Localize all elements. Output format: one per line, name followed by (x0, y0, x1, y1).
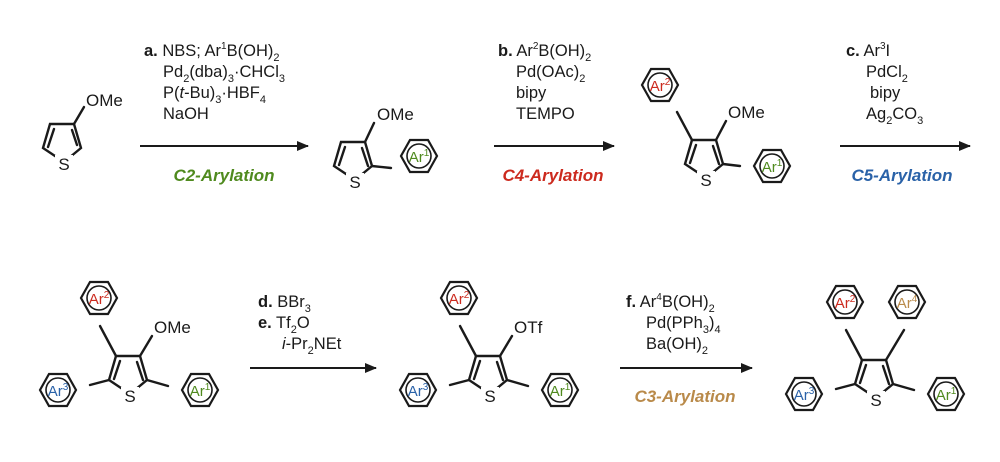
svg-text:Ar1: Ar1 (762, 158, 783, 176)
label-c3-arylation: C3-Arylation (634, 387, 735, 406)
svg-text:Ar3: Ar3 (408, 382, 429, 400)
triflate-label: OTf (514, 318, 543, 337)
aryl-ring-ar1: Ar1 (180, 372, 220, 408)
step-e-base-line: i-Pr2NEt (282, 335, 342, 357)
sulfur-label: S (58, 155, 69, 174)
svg-text:Ar3: Ar3 (48, 382, 69, 400)
step-d-line: d. BBr3 (258, 293, 311, 315)
aryl-ring-ar1: Ar1 (752, 148, 792, 184)
step-c: c. Ar3I PdCl2 bipy Ag2CO3 C5-Arylation (840, 41, 971, 185)
svg-text:Ar2: Ar2 (89, 290, 110, 308)
aryl-ring-ar3: Ar3 (38, 372, 78, 408)
aryl-ring-ar2: Ar2 (79, 280, 119, 316)
step-c-line-1: c. Ar3I (846, 41, 890, 60)
step-c-line-3: bipy (870, 84, 901, 102)
svg-text:Ar1: Ar1 (550, 382, 571, 400)
compound-3-methoxythiophene: S OMe (41, 91, 123, 174)
step-a: a. NBS; Ar1B(OH)2 Pd2(dba)3·CHCl3 P(t-Bu… (140, 41, 309, 185)
methoxy-label: OMe (377, 105, 414, 124)
step-f-line-1: f. Ar4B(OH)2 (626, 292, 715, 315)
svg-text:Ar2: Ar2 (650, 77, 671, 95)
aryl-ring-ar1: Ar1 (399, 138, 439, 174)
step-b-line-3: bipy (516, 84, 547, 102)
aryl-ring-ar2: Ar2 (825, 284, 865, 320)
compound-2-aryl-3-methoxythiophene: S OMe Ar1 (332, 105, 439, 192)
sulfur-label: S (870, 391, 881, 410)
methoxy-label: OMe (154, 318, 191, 337)
sulfur-label: S (484, 387, 495, 406)
aryl-ring-ar2: Ar2 (640, 67, 680, 103)
step-a-line-2: Pd2(dba)3·CHCl3 (163, 63, 285, 85)
step-f-line-3: Ba(OH)2 (646, 335, 708, 357)
aryl-ring-ar1: Ar1 (540, 372, 580, 408)
label-c2-arylation: C2-Arylation (173, 166, 274, 185)
aryl-ring-ar3: Ar3 (398, 372, 438, 408)
step-b-line-2: Pd(OAc)2 (516, 63, 585, 85)
compound-thiophenyl-triflate: S OTf Ar2 Ar3 Ar1 (398, 280, 580, 408)
svg-text:Ar1: Ar1 (190, 382, 211, 400)
aryl-ring-ar4: Ar4 (887, 284, 927, 320)
sulfur-label: S (124, 387, 135, 406)
aryl-ring-ar1: Ar1 (926, 376, 966, 412)
svg-text:Ar3: Ar3 (794, 386, 815, 404)
label-c5-arylation: C5-Arylation (851, 166, 952, 185)
step-f: f. Ar4B(OH)2 Pd(PPh3)4 Ba(OH)2 C3-Arylat… (620, 292, 753, 406)
step-b-line-1: b. Ar2B(OH)2 (498, 41, 591, 64)
step-c-line-2: PdCl2 (866, 63, 908, 85)
svg-text:Ar1: Ar1 (936, 386, 957, 404)
compound-2-4-diaryl-3-methoxythiophene: S OMe Ar2 Ar1 (640, 67, 792, 190)
label-c4-arylation: C4-Arylation (502, 166, 603, 185)
step-e-line: e. Tf2O (258, 314, 310, 336)
step-c-line-4: Ag2CO3 (866, 105, 923, 127)
aryl-ring-ar2: Ar2 (439, 280, 479, 316)
sulfur-label: S (700, 171, 711, 190)
step-b-line-4: TEMPO (516, 105, 575, 123)
compound-2-4-5-triaryl-3-methoxythiophene: S OMe Ar2 Ar3 Ar1 (38, 280, 220, 408)
methoxy-label: OMe (728, 103, 765, 122)
step-d-e: d. BBr3 e. Tf2O i-Pr2NEt (250, 293, 377, 373)
step-b: b. Ar2B(OH)2 Pd(OAc)2 bipy TEMPO C4-Aryl… (494, 41, 615, 185)
sulfur-label: S (349, 173, 360, 192)
aryl-ring-ar3: Ar3 (784, 376, 824, 412)
step-f-line-2: Pd(PPh3)4 (646, 314, 721, 336)
svg-text:Ar1: Ar1 (409, 148, 430, 166)
step-a-line-1: a. NBS; Ar1B(OH)2 (144, 41, 279, 64)
compound-tetraarylthiophene: S Ar2 Ar4 Ar3 Ar1 (784, 284, 966, 412)
step-a-line-3: P(t-Bu)3·HBF4 (163, 84, 266, 106)
methoxy-label: OMe (86, 91, 123, 110)
svg-text:Ar2: Ar2 (449, 290, 470, 308)
step-a-line-4: NaOH (163, 105, 209, 123)
svg-text:Ar4: Ar4 (897, 294, 918, 312)
svg-text:Ar2: Ar2 (835, 294, 856, 312)
